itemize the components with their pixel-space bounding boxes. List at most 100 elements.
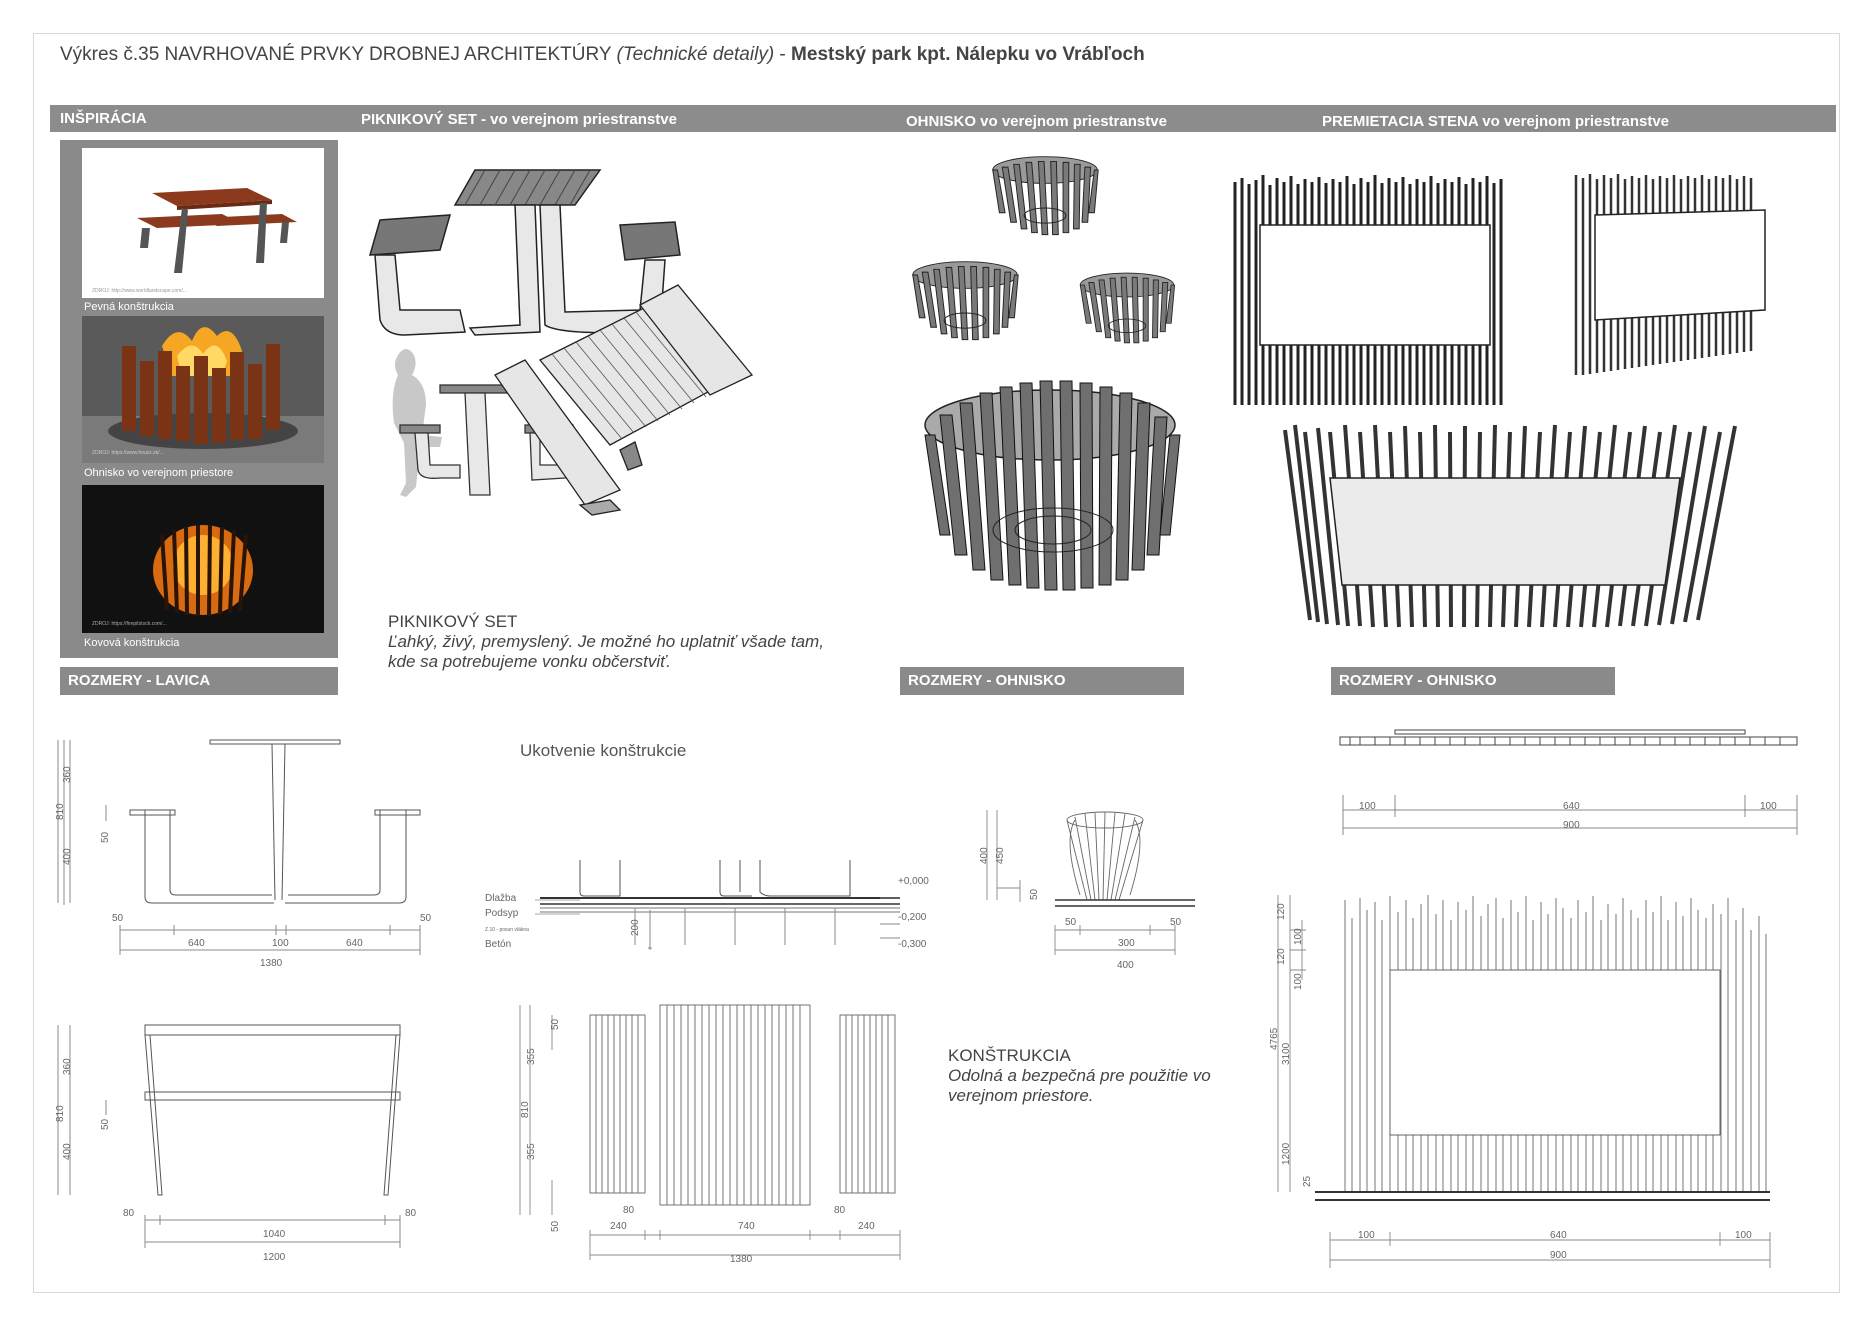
plan-dim-w240b: 240 [858, 1221, 875, 1232]
fire-pit-small-right [1079, 272, 1176, 344]
photo1-caption: Pevná konštrukcia [84, 301, 174, 313]
level-2-label: -0,300 [898, 939, 927, 950]
photo2-caption: Ohnisko vo verejnom priestore [84, 467, 234, 479]
title-dash: - [774, 44, 792, 65]
layer-geotextile-label: Z.10 - posun vlákna [485, 927, 529, 933]
fire-pit-small-left [912, 261, 1019, 341]
bench-side-dim-w80b: 80 [405, 1208, 417, 1219]
construction-note: KONŠTRUKCIA Odolná a bezpečná pre použit… [948, 1046, 1278, 1106]
drawing-title: Výkres č.35 NAVRHOVANÉ PRVKY DROBNEJ ARC… [60, 44, 1145, 66]
bench-front-dim-w640a: 640 [188, 938, 205, 949]
wall-dim-100a: 100 [1293, 928, 1304, 945]
section-bar-ohnisko-1: ROZMERY - OHNISKO [900, 667, 1184, 695]
plan-dim-w240a: 240 [610, 1221, 627, 1232]
projection-wall-renders [1233, 174, 1766, 628]
title-subtitle: (Technické detaily) [616, 44, 775, 65]
wall-top-dim-w640: 640 [1563, 801, 1580, 812]
fire-dim-w300: 300 [1118, 938, 1135, 949]
picnic-table-top-view [494, 284, 754, 516]
bench-side-dim-50: 50 [100, 1118, 111, 1130]
projection-wall-front-render [1233, 175, 1503, 405]
band-label-ohnisko: OHNISKO vo verejnom priestranstve [906, 113, 1167, 130]
wall-front-dim-w900: 900 [1550, 1250, 1567, 1261]
fire-pit-small-top [992, 156, 1099, 236]
photo2-source: ZDROJ: https://www.houzz.sk/... [92, 450, 164, 456]
drawing-sheet-frame [33, 33, 1840, 1293]
bench-front-dim-w50b: 50 [420, 913, 432, 924]
wall-front-dim-w100b: 100 [1735, 1230, 1752, 1241]
person-silhouette [392, 349, 442, 497]
fire-pit-photo-metal: ZDROJ: https://firepitstock.com/... [82, 485, 324, 633]
bench-side-dim-w1200: 1200 [263, 1252, 286, 1263]
band-label-piknik: PIKNIKOVÝ SET - vo verejnom priestranstv… [361, 111, 677, 128]
fire-dim-w400: 400 [1117, 960, 1134, 971]
anchoring-detail-drawing: Dlažba Podsyp Z.10 - posun vlákna Betón … [485, 860, 929, 950]
bench-front-dim-400: 400 [62, 848, 73, 865]
wall-front-dim-w640: 640 [1550, 1230, 1567, 1241]
wall-dim-100b: 100 [1293, 973, 1304, 990]
wall-dim-25: 25 [1302, 1175, 1313, 1187]
plan-dim-w80a: 80 [623, 1205, 635, 1216]
wall-dim-1200: 1200 [1281, 1142, 1292, 1165]
wall-top-dim-w900: 900 [1563, 820, 1580, 831]
bench-front-dim-50: 50 [100, 831, 111, 843]
anchoring-label: Ukotvenie konštrukcie [520, 741, 687, 760]
picnic-table-photo: ZDROJ: http://www.worldlandscape.com/... [82, 148, 324, 298]
header-band [50, 105, 1836, 132]
wall-dim-3100: 3100 [1281, 1042, 1292, 1065]
bench-side-dim-w80a: 80 [123, 1208, 135, 1219]
bench-front-dim-w100: 100 [272, 938, 289, 949]
bench-front-dim-w50a: 50 [112, 913, 124, 924]
bench-side-dim-400: 400 [62, 1143, 73, 1160]
photo3-source: ZDROJ: https://firepitstock.com/... [92, 621, 167, 627]
picnic-note-title: PIKNIKOVÝ SET [388, 612, 518, 631]
wall-top-plan-drawing: 100 640 100 900 [1339, 729, 1798, 835]
bench-side-dim-w1040: 1040 [263, 1229, 286, 1240]
picnic-note: PIKNIKOVÝ SET Ľahký, živý, premyslený. J… [388, 612, 828, 672]
fire-pit-dimension-drawing: 400 450 50 50 50 300 400 [979, 810, 1195, 971]
wall-top-dim-w100b: 100 [1760, 801, 1777, 812]
level-1-label: -0,200 [898, 912, 927, 923]
bench-front-dim-w1380: 1380 [260, 958, 283, 969]
wall-top-dim-w100a: 100 [1359, 801, 1376, 812]
wall-front-dim-w100a: 100 [1358, 1230, 1375, 1241]
wall-dim-4765: 4765 [1270, 1027, 1280, 1050]
photo1-source: ZDROJ: http://www.worldlandscape.com/... [92, 288, 187, 294]
level-0-label: +0,000 [898, 876, 929, 887]
section-bar-ohnisko-2: ROZMERY - OHNISKO [1331, 667, 1615, 695]
wall-dim-120a: 120 [1276, 903, 1287, 920]
wall-dim-120b: 120 [1276, 948, 1287, 965]
picnic-note-text: Ľahký, živý, premyslený. Je možné ho upl… [388, 632, 824, 671]
bench-front-dim-810: 810 [55, 803, 66, 820]
projection-wall-angled-render [1574, 174, 1766, 375]
layer-podsyp-label: Podsyp [485, 908, 519, 919]
plan-dim-50a: 50 [550, 1018, 561, 1030]
plan-dim-w80b: 80 [834, 1205, 846, 1216]
bench-front-dim-w640b: 640 [346, 938, 363, 949]
fire-dim-w50a: 50 [1065, 917, 1077, 928]
plan-dim-w1380: 1380 [730, 1254, 753, 1265]
fire-dim-w50b: 50 [1170, 917, 1182, 928]
layer-beton-label: Betón [485, 939, 511, 950]
plan-dim-810: 810 [520, 1101, 531, 1118]
fire-dim-450: 450 [995, 847, 1006, 864]
bench-front-dim-360: 360 [62, 766, 73, 783]
fire-dim-400: 400 [979, 847, 990, 864]
wall-front-elevation-drawing: 120 100 120 100 4765 3100 1200 25 100 64… [1270, 895, 1771, 1268]
construction-note-title: KONŠTRUKCIA [948, 1046, 1071, 1065]
projection-wall-wide-render [1283, 424, 1737, 628]
picnic-plan-drawing: 810 355 355 50 50 240 80 740 80 240 1380 [519, 1004, 901, 1265]
bench-side-dim-810: 810 [55, 1105, 66, 1122]
inspiration-panel: ZDROJ: http://www.worldlandscape.com/...… [60, 140, 338, 658]
section-bar-lavica: ROZMERY - LAVICA [60, 667, 338, 695]
photo3-caption: Kovová konštrukcia [84, 637, 180, 649]
bench-side-elevation-drawing: 810 360 400 50 80 1040 80 1200 [55, 1024, 417, 1263]
layer-dlazba-label: Dlažba [485, 893, 517, 904]
band-label-inspiracia: INŠPIRÁCIA [60, 110, 147, 127]
picnic-set-renders [368, 169, 754, 516]
plan-dim-w740: 740 [738, 1221, 755, 1232]
band-label-stena: PREMIETACIA STENA vo verejnom priestrans… [1322, 113, 1670, 130]
anchor-depth-label: 200 [630, 919, 641, 936]
picnic-table-perspective [368, 169, 681, 336]
fire-pit-photo-rusted: ZDROJ: https://www.houzz.sk/... [82, 316, 324, 463]
